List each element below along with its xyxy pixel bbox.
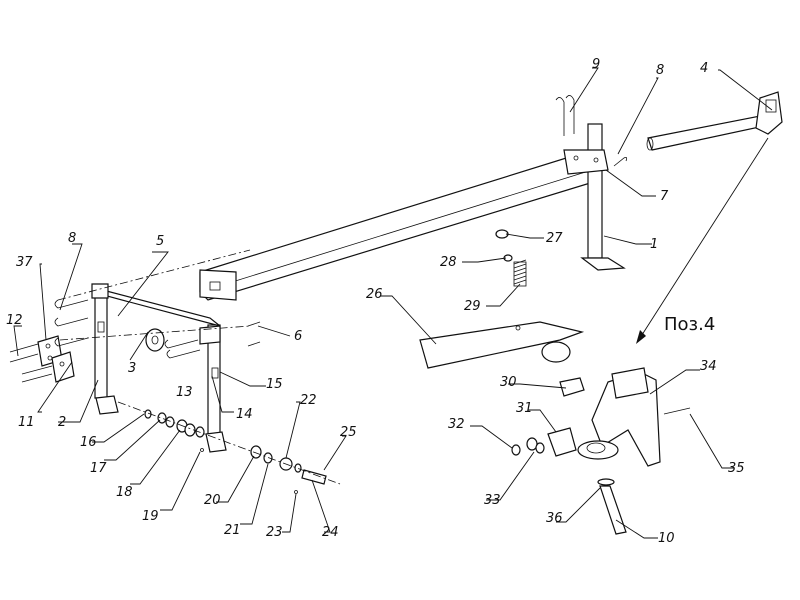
axle-centerline [117,401,341,485]
u-pins-left [54,299,201,359]
label-17: 17 [90,461,107,476]
part-labels: 1 2 3 4 5 6 7 8 8 9 10 11 12 13 14 15 16… [6,57,745,546]
handle-pins-9 [555,95,575,136]
label-13: 13 [176,385,193,400]
bracket-11 [51,351,75,383]
label-29: 29 [464,299,481,314]
main-beam [199,149,601,301]
label-24: 24 [322,525,339,540]
centerline-a [57,249,251,301]
label-27: 27 [546,231,563,246]
sprocket-3 [145,328,165,352]
detail-pos4 [511,367,691,535]
label-7: 7 [660,189,669,204]
extension-arm [646,91,783,151]
detail-title: Поз.4 [664,314,715,335]
label-21: 21 [224,523,241,538]
left-frame [91,283,227,453]
label-2: 2 [58,415,66,430]
label-11: 11 [18,415,35,430]
label-18: 18 [116,485,133,500]
label-19: 19 [142,509,159,524]
pins-6 [247,321,261,347]
label-10: 10 [658,531,675,546]
label-22: 22 [300,393,317,408]
pin-8-top [613,157,628,167]
label-33: 33 [484,493,501,508]
label-32: 32 [448,417,465,432]
label-23: 23 [266,525,283,540]
leader-lines [13,67,773,539]
label-35: 35 [728,461,745,476]
label-30: 30 [500,375,517,390]
label-9: 9 [592,57,600,72]
label-4: 4 [700,61,708,76]
axle-parts [144,409,327,494]
label-31: 31 [516,401,533,416]
label-14: 14 [236,407,253,422]
label-15: 15 [266,377,283,392]
label-12: 12 [6,313,23,328]
label-34: 34 [700,359,717,374]
label-37: 37 [16,255,33,270]
detail-arrow [636,137,769,344]
label-26: 26 [366,287,383,302]
label-36: 36 [546,511,563,526]
bolts-12 [9,343,53,383]
label-8-right: 8 [656,63,664,78]
label-8-left: 8 [68,231,76,246]
label-3: 3 [128,361,136,376]
label-6: 6 [294,329,302,344]
label-16: 16 [80,435,97,450]
seat-plate-26 [419,321,585,369]
label-20: 20 [204,493,221,508]
label-1: 1 [650,237,658,252]
label-5: 5 [156,234,164,249]
label-28: 28 [440,255,457,270]
spring-group [495,229,527,287]
vertical-post [563,123,626,271]
label-25: 25 [340,425,357,440]
